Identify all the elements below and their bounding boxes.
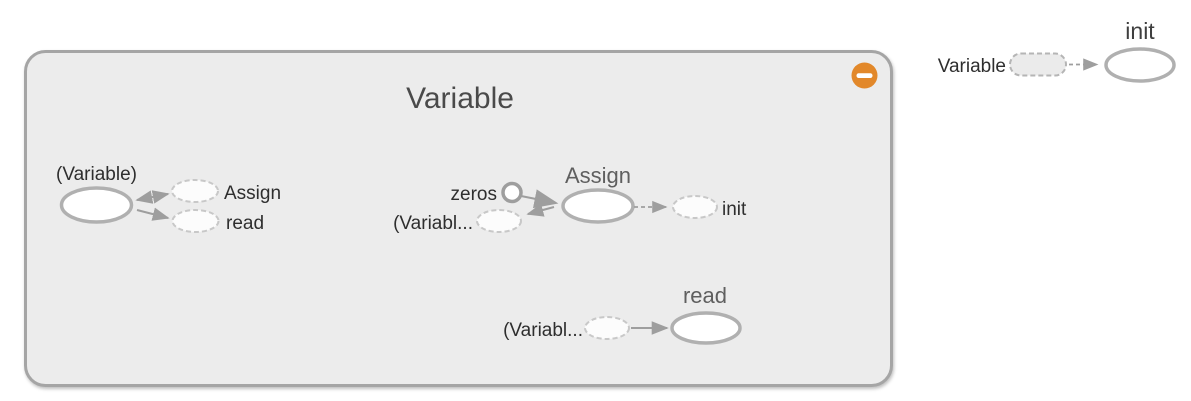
external-init-cluster: init Variable bbox=[938, 18, 1176, 83]
read-ref-label: read bbox=[226, 213, 264, 234]
collapse-button[interactable] bbox=[851, 62, 878, 89]
init-op-node[interactable] bbox=[1104, 47, 1176, 83]
assign-title: Assign bbox=[565, 163, 631, 188]
variable-op-label: (Variable) bbox=[56, 164, 137, 185]
read-title: read bbox=[683, 283, 727, 308]
variable-namespace-group[interactable] bbox=[24, 50, 893, 387]
external-variable-label: Variable bbox=[938, 56, 1006, 77]
init-ref-label: init bbox=[722, 199, 747, 220]
read-variable-ref-node[interactable] bbox=[584, 316, 630, 340]
edge-zeros-assign bbox=[520, 189, 559, 209]
assign-ref-label: Assign bbox=[224, 183, 281, 204]
read-ref-node[interactable] bbox=[171, 209, 220, 233]
assign-variable-ref-label: (Variabl... bbox=[393, 213, 473, 234]
variable-op-node[interactable] bbox=[59, 186, 134, 224]
zeros-const-node[interactable] bbox=[501, 181, 523, 204]
init-ref-node[interactable] bbox=[672, 195, 718, 219]
assign-ref-node[interactable] bbox=[171, 179, 219, 203]
edge-variable-assign bbox=[135, 190, 170, 204]
group-title: Variable bbox=[406, 82, 514, 115]
read-op-cluster: read (Variabl... bbox=[503, 283, 742, 345]
external-variable-proxy-node[interactable] bbox=[1009, 52, 1067, 77]
read-variable-ref-label: (Variabl... bbox=[503, 320, 583, 341]
zeros-label: zeros bbox=[451, 184, 497, 205]
assign-variable-ref-node[interactable] bbox=[476, 209, 522, 233]
read-op-node[interactable] bbox=[670, 311, 742, 345]
edge-assign-variable-ref bbox=[526, 203, 555, 217]
assign-op-node[interactable] bbox=[561, 188, 635, 224]
edge-variable-read bbox=[136, 207, 170, 221]
assign-op-cluster: Assign zeros (Variabl... init bbox=[393, 163, 747, 234]
variable-op-cluster: (Variable) Assign read bbox=[56, 164, 281, 234]
init-title: init bbox=[1125, 18, 1155, 44]
minus-icon bbox=[856, 73, 873, 78]
